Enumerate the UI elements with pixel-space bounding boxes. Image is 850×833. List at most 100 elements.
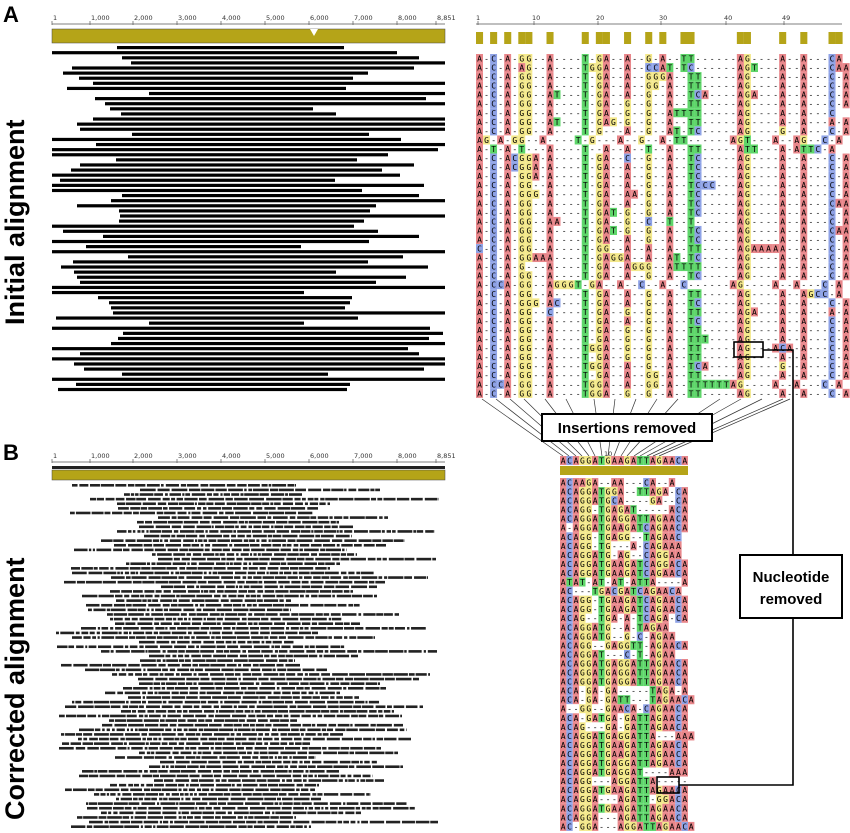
svg-text:-: - bbox=[541, 154, 546, 163]
svg-text:-: - bbox=[632, 136, 637, 145]
svg-text:C: C bbox=[710, 181, 715, 190]
svg-text:-: - bbox=[541, 235, 546, 244]
svg-text:-: - bbox=[660, 91, 665, 100]
svg-text:-: - bbox=[759, 208, 764, 217]
svg-text:A: A bbox=[604, 235, 609, 244]
svg-text:G: G bbox=[780, 127, 785, 136]
svg-text:A: A bbox=[555, 217, 560, 226]
svg-text:-: - bbox=[675, 145, 680, 154]
svg-text:T: T bbox=[555, 91, 560, 100]
fragmented-read bbox=[87, 806, 415, 810]
read-bar bbox=[113, 311, 445, 315]
svg-text:-: - bbox=[837, 100, 842, 109]
svg-text:-: - bbox=[618, 172, 623, 181]
svg-text:-: - bbox=[816, 172, 821, 181]
svg-text:A: A bbox=[604, 91, 609, 100]
read-bar bbox=[76, 382, 350, 386]
read-bar bbox=[71, 168, 382, 172]
fragmented-read bbox=[94, 793, 371, 796]
nucleotide-removed-callout: Nucleotide removed bbox=[656, 341, 843, 794]
svg-text:T: T bbox=[696, 100, 701, 109]
svg-text:-: - bbox=[724, 190, 729, 199]
svg-text:A: A bbox=[604, 172, 609, 181]
svg-text:T: T bbox=[583, 226, 588, 235]
read-bar bbox=[80, 127, 445, 131]
svg-text:G: G bbox=[745, 73, 750, 82]
svg-text:A: A bbox=[738, 109, 743, 118]
svg-text:-: - bbox=[787, 281, 792, 290]
svg-text:C: C bbox=[830, 181, 835, 190]
svg-text:A: A bbox=[844, 199, 849, 208]
svg-text:-: - bbox=[653, 54, 658, 63]
svg-text:-: - bbox=[660, 235, 665, 244]
svg-text:-: - bbox=[639, 54, 644, 63]
read-bar bbox=[149, 91, 445, 96]
svg-text:-: - bbox=[682, 73, 687, 82]
svg-text:A: A bbox=[738, 73, 743, 82]
svg-text:A: A bbox=[604, 199, 609, 208]
svg-text:A: A bbox=[801, 82, 806, 91]
svg-text:-: - bbox=[576, 272, 581, 281]
svg-text:T: T bbox=[689, 272, 694, 281]
svg-text:-: - bbox=[484, 272, 489, 281]
svg-text:T: T bbox=[667, 217, 672, 226]
svg-text:A: A bbox=[477, 100, 482, 109]
svg-text:-: - bbox=[823, 64, 828, 73]
svg-text:G: G bbox=[526, 100, 531, 109]
svg-text:G: G bbox=[738, 136, 743, 145]
svg-text:-: - bbox=[682, 217, 687, 226]
svg-text:A: A bbox=[548, 73, 553, 82]
svg-text:-: - bbox=[484, 217, 489, 226]
svg-text:A: A bbox=[534, 172, 539, 181]
svg-text:-: - bbox=[773, 54, 778, 63]
svg-text:A: A bbox=[780, 163, 785, 172]
svg-text:-: - bbox=[808, 154, 813, 163]
read-bar bbox=[67, 86, 346, 91]
fragmented-read bbox=[149, 765, 403, 769]
svg-text:-: - bbox=[816, 64, 821, 73]
fragmented-read bbox=[61, 663, 300, 667]
svg-text:C: C bbox=[498, 281, 503, 290]
svg-text:G: G bbox=[519, 54, 524, 63]
svg-text:-: - bbox=[569, 272, 574, 281]
svg-text:-: - bbox=[660, 217, 665, 226]
svg-text:-: - bbox=[562, 272, 567, 281]
svg-text:-: - bbox=[534, 235, 539, 244]
svg-text:G: G bbox=[519, 73, 524, 82]
svg-text:-: - bbox=[632, 281, 637, 290]
svg-text:-: - bbox=[752, 136, 757, 145]
svg-text:G: G bbox=[590, 136, 595, 145]
svg-text:A: A bbox=[548, 154, 553, 163]
svg-text:T: T bbox=[801, 145, 806, 154]
svg-text:-: - bbox=[759, 91, 764, 100]
svg-text:A: A bbox=[505, 245, 510, 254]
svg-text:-: - bbox=[724, 136, 729, 145]
svg-text:A: A bbox=[738, 163, 743, 172]
svg-text:-: - bbox=[752, 100, 757, 109]
svg-text:T: T bbox=[675, 263, 680, 272]
svg-text:A: A bbox=[738, 208, 743, 217]
svg-text:-: - bbox=[837, 245, 842, 254]
svg-text:-: - bbox=[611, 73, 616, 82]
alignment-ruler-label: 30 bbox=[659, 14, 667, 22]
svg-text:C: C bbox=[830, 190, 835, 199]
svg-text:-: - bbox=[660, 154, 665, 163]
svg-text:-: - bbox=[787, 136, 792, 145]
svg-text:-: - bbox=[816, 217, 821, 226]
svg-text:-: - bbox=[562, 190, 567, 199]
svg-text:A: A bbox=[604, 54, 609, 63]
svg-text:-: - bbox=[653, 217, 658, 226]
svg-text:A: A bbox=[738, 263, 743, 272]
svg-text:-: - bbox=[823, 127, 828, 136]
svg-text:-: - bbox=[512, 100, 517, 109]
svg-text:G: G bbox=[653, 73, 658, 82]
read-bar bbox=[52, 357, 445, 361]
